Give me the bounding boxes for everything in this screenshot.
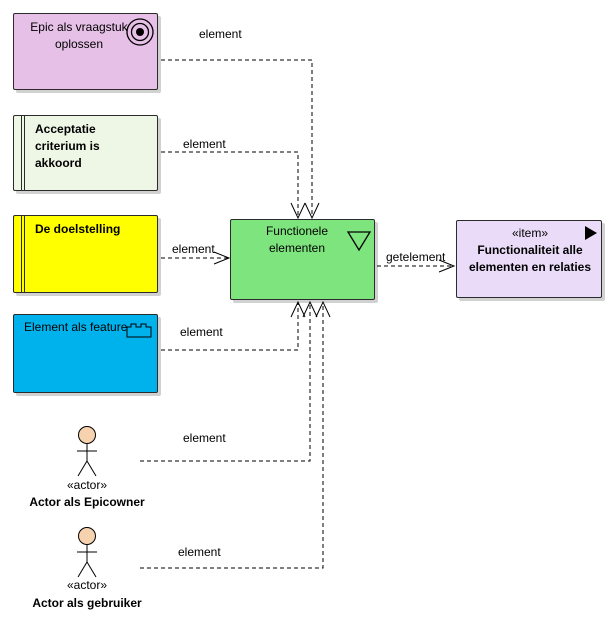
edge-label-epic: element [199, 27, 242, 41]
edge-label-goal: element [172, 242, 215, 256]
actor-gebruiker-head [78, 527, 96, 545]
item-node[interactable]: «item» Functionaliteit alle elementen en… [456, 220, 602, 298]
arrowhead-goal [213, 251, 231, 265]
target-icon [126, 18, 154, 46]
actor-gebruiker-name: Actor als gebruiker [32, 596, 142, 610]
edge-label-actor2: element [178, 545, 221, 559]
arrowhead-epic [304, 202, 320, 220]
arrowhead-feature [290, 300, 306, 318]
flag-icon [585, 226, 597, 240]
arrowhead-item [438, 259, 456, 273]
epic-node[interactable]: Epic als vraagstuk oplossen [13, 13, 158, 90]
connector-actor1 [140, 302, 311, 462]
function-node[interactable]: Functionele elementen [230, 219, 375, 300]
triangle-down-icon [346, 231, 372, 252]
actor-gebruiker-figure [77, 527, 97, 578]
goal-bar [21, 216, 25, 292]
item-node-title: Functionaliteit alle elementen en relati… [468, 243, 592, 274]
edge-label-actor1: element [183, 431, 226, 445]
acceptance-node-title: Acceptatie criterium is akkoord [35, 122, 100, 170]
edge-label-acceptance: element [183, 137, 226, 151]
actor-epicowner-figure [77, 426, 97, 477]
goal-node[interactable]: De doelstelling [13, 215, 158, 293]
epic-node-title: Epic als vraagstuk oplossen [30, 20, 128, 51]
connector-epic [161, 59, 313, 218]
function-node-title: Functionele elementen [265, 224, 329, 255]
actor-epicowner-stereotype: «actor» [66, 478, 108, 492]
connector-acceptance [161, 151, 299, 218]
feature-node[interactable]: Element als feature [13, 314, 158, 393]
arrowhead-acceptance [290, 202, 306, 220]
actor-gebruiker-stereotype: «actor» [66, 578, 108, 592]
feature-icon [126, 323, 152, 338]
item-node-stereotype: «item» [511, 226, 549, 240]
acceptance-node[interactable]: Acceptatie criterium is akkoord [13, 115, 158, 191]
goal-node-title: De doelstelling [35, 222, 121, 236]
connector-feature [161, 302, 299, 351]
edge-label-item: getelement [386, 250, 446, 264]
arrowhead-actor2 [315, 300, 331, 318]
acceptance-bar [21, 116, 25, 190]
edge-label-feature: element [180, 325, 223, 339]
actor-epicowner-name: Actor als Epicowner [29, 495, 145, 509]
arrowhead-actor1 [302, 300, 318, 318]
feature-node-title: Element als feature [24, 320, 128, 334]
actor-epicowner-head [78, 426, 96, 444]
connector-actor2 [140, 302, 324, 569]
